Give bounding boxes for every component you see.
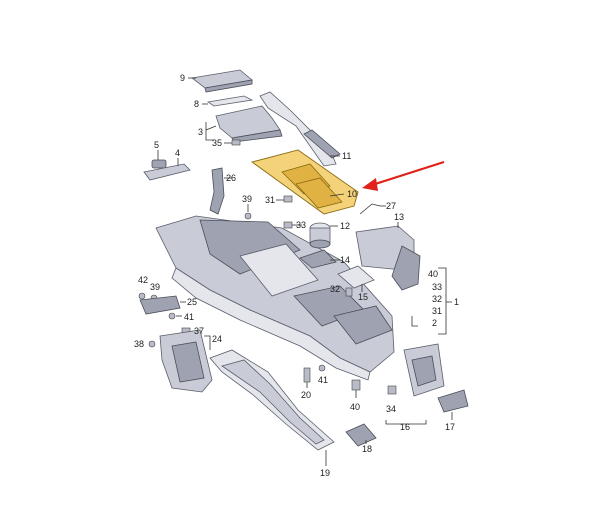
callout-3: 3 — [198, 127, 203, 137]
callout-40-center: 40 — [350, 402, 360, 412]
part-14-mat — [299, 249, 340, 269]
callout-8: 8 — [194, 99, 199, 109]
callout-25: 25 — [187, 297, 197, 307]
part-31-clip-lower — [411, 316, 418, 327]
callout-14: 14 — [340, 255, 350, 265]
callout-27: 27 — [386, 201, 396, 211]
callout-17: 17 — [445, 422, 455, 432]
callout-33-right: 33 — [432, 282, 442, 292]
part-38-screw — [148, 340, 156, 348]
callout-9: 9 — [180, 73, 185, 83]
part-17-vent-insert — [437, 389, 469, 420]
part-26-bracket — [209, 167, 232, 215]
callout-2: 2 — [432, 318, 437, 328]
callout-20: 20 — [301, 390, 311, 400]
callout-24: 24 — [212, 334, 222, 344]
part-18-cover — [345, 423, 377, 447]
part-11-strip — [303, 129, 341, 159]
pointer-arrow — [362, 160, 445, 191]
callout-41-left: 41 — [184, 312, 194, 322]
callout-12: 12 — [340, 221, 350, 231]
callout-31-right: 31 — [432, 306, 442, 316]
part-8-strip — [202, 95, 254, 107]
callout-5: 5 — [154, 140, 159, 150]
callout-32-upper: 32 — [330, 284, 340, 294]
part-4-switch-panel — [143, 158, 191, 181]
part-12-cup-holder — [309, 222, 338, 249]
callout-31-upper: 31 — [265, 195, 275, 205]
callout-39-upper: 39 — [242, 194, 252, 204]
part-34-clip — [387, 385, 397, 395]
callout-11: 11 — [342, 151, 351, 161]
callout-38: 38 — [134, 339, 144, 349]
callout-33-upper: 33 — [296, 220, 306, 230]
callout-41-center: 41 — [318, 375, 328, 385]
part-13-armrest — [355, 222, 421, 291]
callout-26: 26 — [226, 173, 236, 183]
part-35-screw — [224, 139, 241, 146]
callout-35: 35 — [212, 138, 222, 148]
part-39-screw-upper — [244, 204, 252, 220]
callout-18: 18 — [362, 444, 372, 454]
callout-34: 34 — [386, 404, 396, 414]
part-5-knob — [151, 150, 167, 169]
part-32-fastener-upper — [345, 287, 353, 297]
callout-32-right: 32 — [432, 294, 442, 304]
main-console — [155, 215, 395, 381]
bracket-group-1 — [438, 267, 452, 335]
callout-13: 13 — [394, 212, 404, 222]
part-24-storage-box — [159, 329, 213, 393]
part-9-trim-panel — [188, 69, 253, 93]
part-27-wire-clip — [359, 203, 386, 215]
callout-39-left: 39 — [150, 282, 160, 292]
callout-1: 1 — [454, 297, 459, 307]
callout-labels: 9 8 3 35 11 5 4 10 26 31 27 39 33 12 13 … — [134, 73, 459, 478]
part-3-bracket — [205, 91, 337, 167]
callout-15: 15 — [358, 292, 368, 302]
callout-4: 4 — [175, 148, 180, 158]
callout-37: 37 — [194, 326, 204, 336]
part-40-clip — [351, 379, 361, 398]
callout-10: 10 — [347, 189, 357, 199]
part-15-mat — [337, 265, 375, 292]
part-10-highlighted-trim — [250, 149, 359, 215]
part-31-clip-upper — [276, 195, 293, 203]
part-25-bracket — [139, 295, 186, 315]
part-41-screw-left — [168, 312, 182, 320]
callout-19: 19 — [320, 468, 330, 478]
callout-40-right: 40 — [428, 269, 438, 279]
part-42-screw — [138, 292, 146, 300]
part-20-clip — [303, 367, 311, 388]
part-16-rear-vent — [385, 343, 445, 428]
part-41-screw-center — [318, 364, 326, 372]
part-19-side-panel — [209, 349, 335, 466]
callout-42: 42 — [138, 275, 148, 285]
part-33-clip — [283, 221, 302, 229]
callout-16: 16 — [400, 422, 410, 432]
